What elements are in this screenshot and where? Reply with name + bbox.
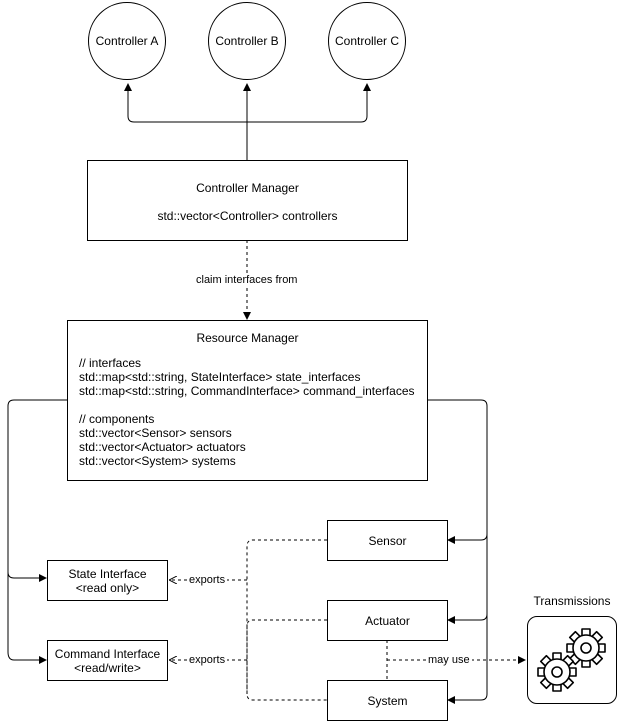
exports-command-label: exports xyxy=(187,654,228,666)
system-box: System xyxy=(327,680,448,721)
sensor-box: Sensor xyxy=(327,520,448,561)
controller-c-label: Controller C xyxy=(334,34,400,48)
systems-member: std::vector<System> systems xyxy=(79,454,236,468)
resource-manager-title: Resource Manager xyxy=(196,331,299,345)
controller-a-label: Controller A xyxy=(95,34,159,48)
actuators-member: std::vector<Actuator> actuators xyxy=(79,440,246,454)
state-interfaces-member: std::map<std::string, StateInterface> st… xyxy=(79,370,361,384)
state-interface-box: State Interface <read only> xyxy=(47,560,168,601)
exports-state-label: exports xyxy=(187,574,228,586)
actuator-label: Actuator xyxy=(365,613,410,628)
may-use-label: may use xyxy=(426,654,472,666)
sensors-member: std::vector<Sensor> sensors xyxy=(79,426,232,440)
controller-manager-member: std::vector<Controller> controllers xyxy=(157,209,338,223)
system-label: System xyxy=(367,693,408,708)
controller-a-node: Controller A xyxy=(88,2,166,80)
claim-interfaces-label: claim interfaces from xyxy=(194,274,300,286)
transmissions-label: Transmissions xyxy=(533,594,611,608)
rm-to-components-edges xyxy=(427,399,488,704)
sensor-label: Sensor xyxy=(368,533,407,548)
spacer xyxy=(79,398,427,412)
command-interface-box: Command Interface <read/write> xyxy=(47,640,168,681)
command-interfaces-member: std::map<std::string, CommandInterface> … xyxy=(79,384,415,398)
controller-b-label: Controller B xyxy=(215,34,279,48)
controller-b-node: Controller B xyxy=(208,2,286,80)
command-interface-access: <read/write> xyxy=(74,660,141,675)
exports-edges xyxy=(170,539,327,701)
resource-manager-box: Resource Manager // interfaces std::map<… xyxy=(67,320,428,481)
command-interface-name: Command Interface xyxy=(54,646,161,661)
interfaces-comment: // interfaces xyxy=(79,356,142,370)
components-comment: // components xyxy=(79,412,155,426)
resource-manager-members: // interfaces std::map<std::string, Stat… xyxy=(79,356,427,468)
state-interface-access: <read only> xyxy=(75,580,140,595)
rm-to-interfaces-edges xyxy=(7,399,67,664)
gears-icon xyxy=(537,628,606,692)
manager-to-controllers-edges xyxy=(124,83,371,160)
actuator-box: Actuator xyxy=(327,600,448,641)
controller-manager-box: Controller Manager std::vector<Controlle… xyxy=(87,160,408,241)
controller-manager-title: Controller Manager xyxy=(196,181,299,195)
controller-c-node: Controller C xyxy=(328,2,406,80)
transmissions-box xyxy=(527,616,617,704)
state-interface-name: State Interface xyxy=(68,566,147,581)
